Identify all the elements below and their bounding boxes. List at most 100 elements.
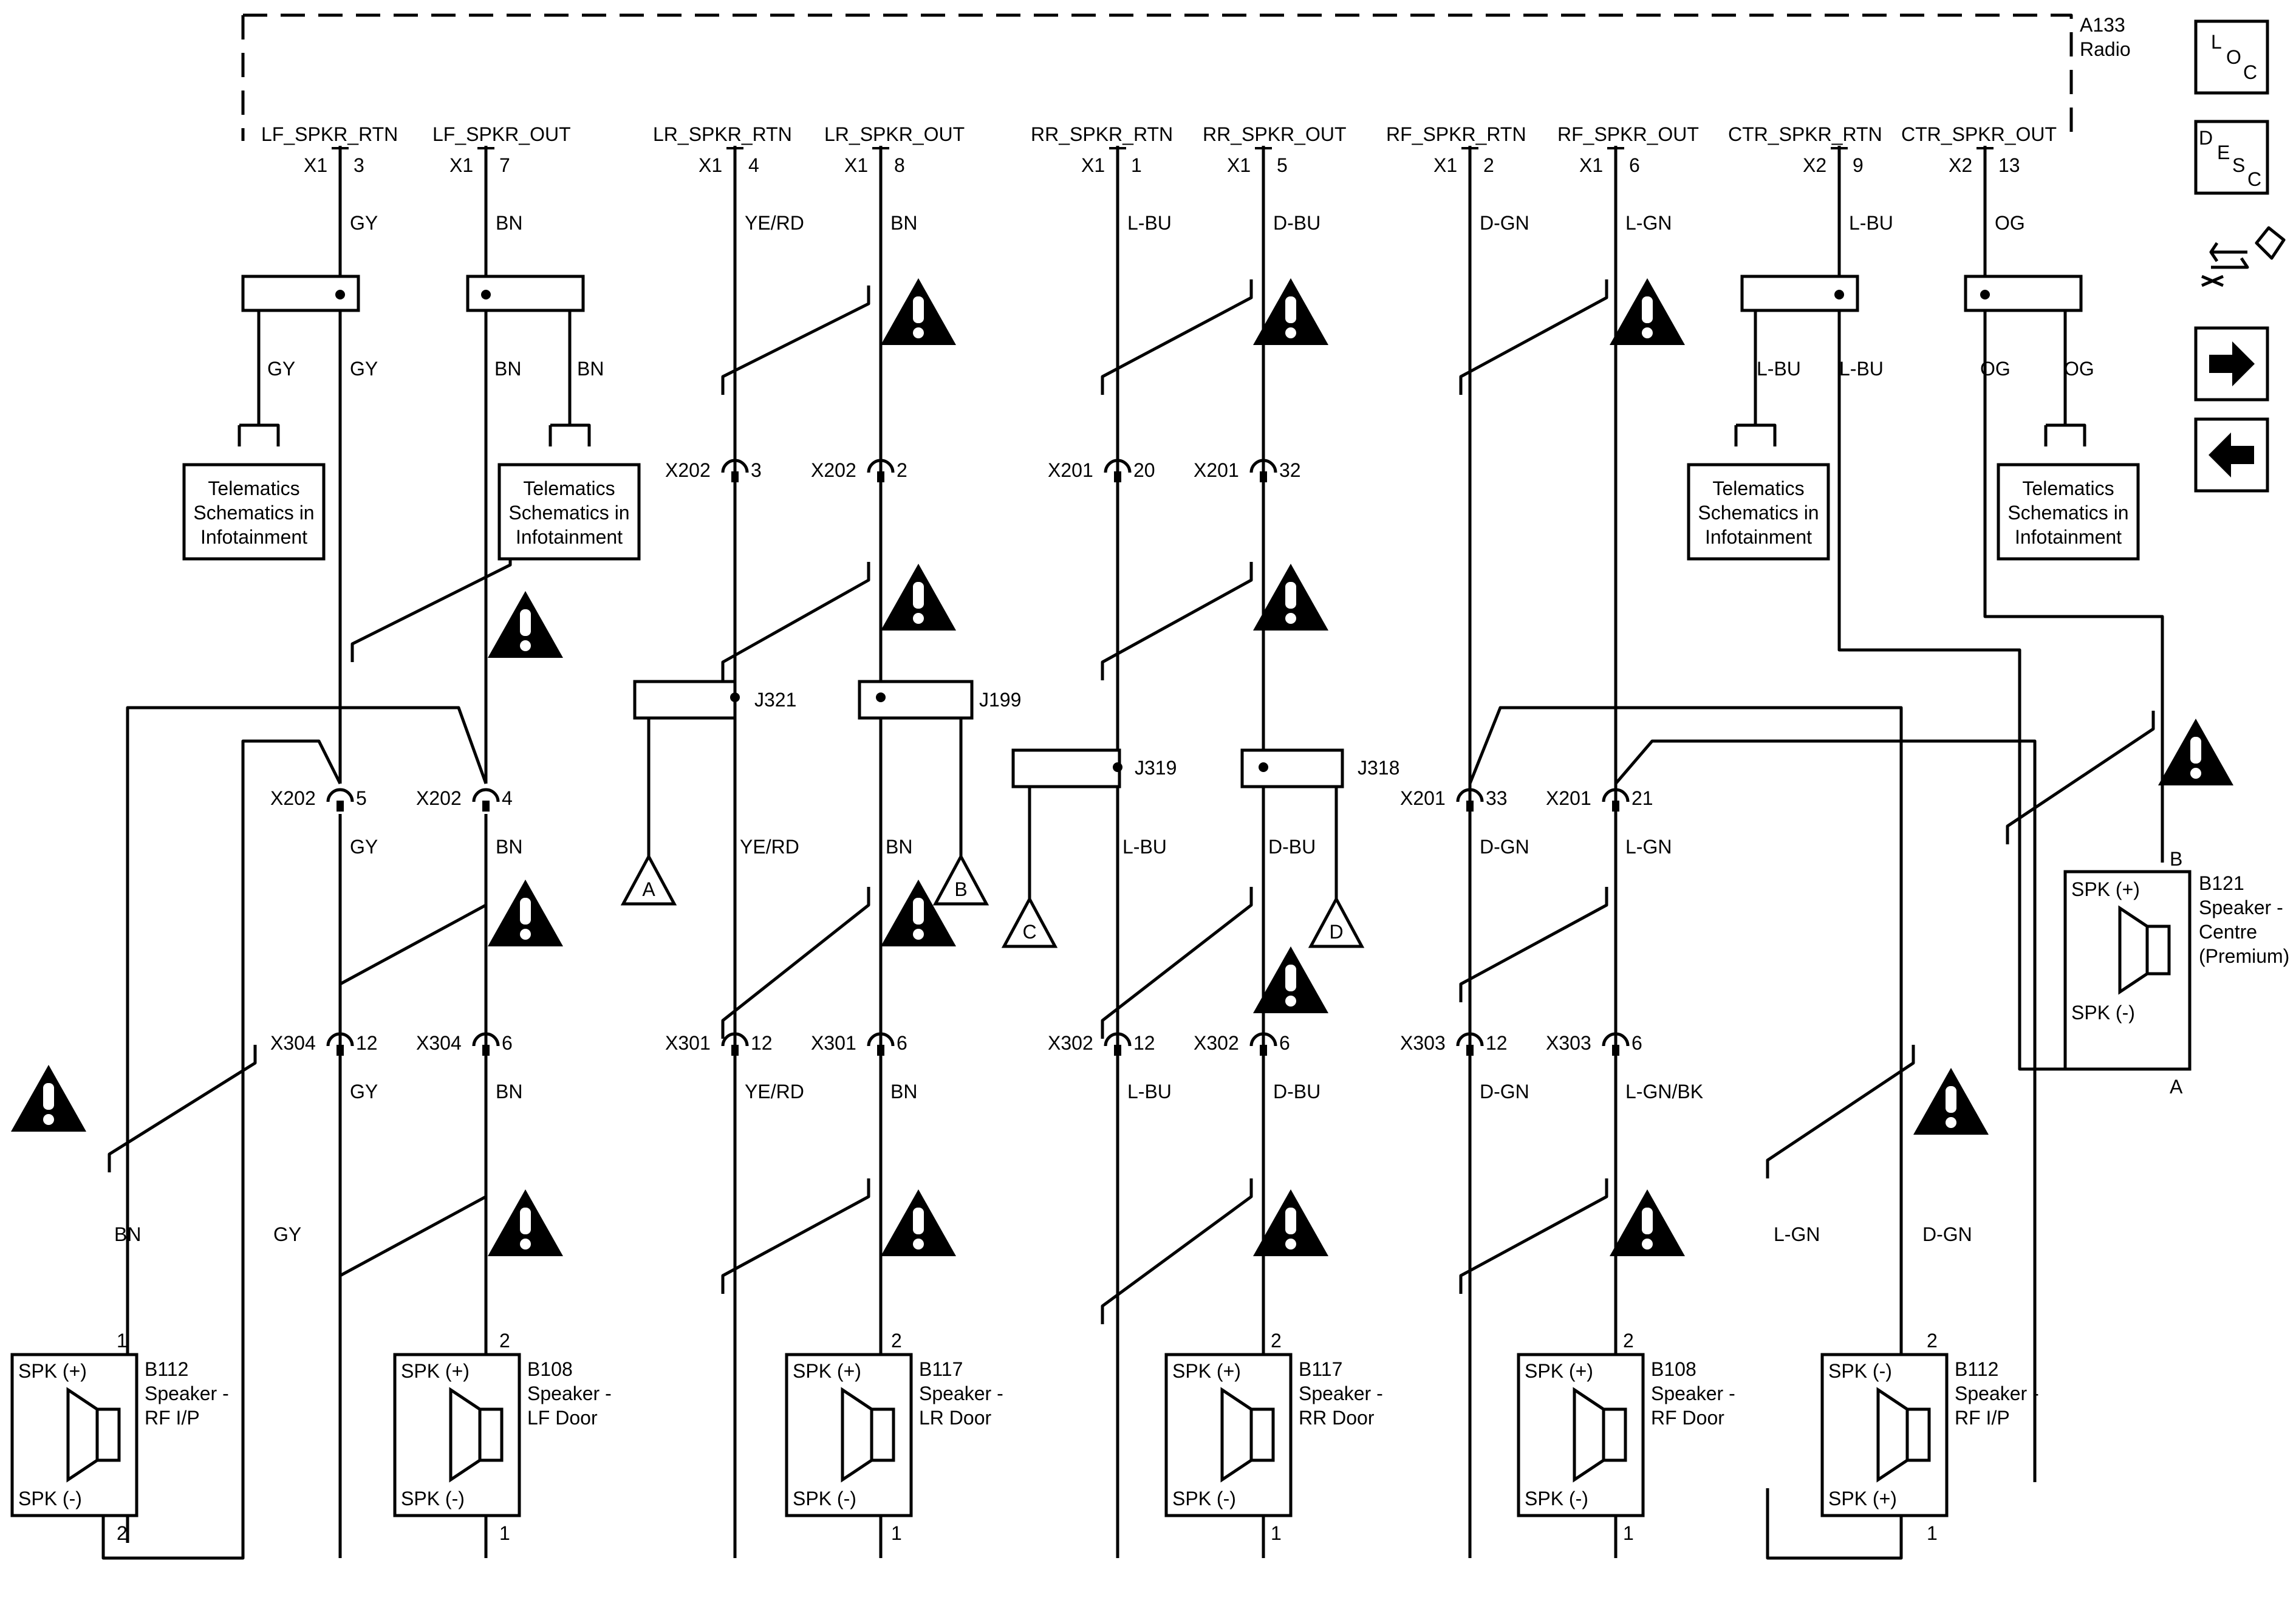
warning-dot — [913, 327, 924, 338]
warning-dot — [1285, 613, 1296, 624]
telematics-text: Telematics — [1712, 477, 1804, 499]
warning-icon — [881, 880, 956, 946]
connector-cap — [1104, 459, 1132, 473]
warning-icon — [1610, 278, 1685, 345]
telematics-text: Schematics in — [2007, 502, 2128, 524]
warning-mark — [2190, 737, 2201, 764]
wire-color-label: L-BU — [1122, 836, 1167, 858]
pin-connector-label: X2 — [1803, 154, 1826, 176]
speaker-name: Speaker - — [1955, 1383, 2039, 1404]
speaker-magnet — [478, 1407, 504, 1462]
speaker-magnet — [1905, 1407, 1931, 1462]
cross-wire — [1468, 706, 1903, 1560]
speaker-terminal-label: SPK (-) — [1828, 1360, 1892, 1382]
warning-icon — [1253, 946, 1328, 1013]
loc-button[interactable] — [2194, 19, 2269, 95]
connector-cap — [1104, 1032, 1132, 1047]
wire-color-label: D-GN — [1480, 212, 1529, 234]
connector-pin-label: 5 — [356, 787, 367, 809]
desc-icon-letter: E — [2217, 142, 2230, 163]
speaker-pin-label: 2 — [1927, 1330, 1938, 1352]
pin-number-label: 1 — [1131, 154, 1142, 176]
speaker-terminal-label: SPK (+) — [1828, 1488, 1897, 1509]
warning-mark — [1946, 1086, 1956, 1113]
connector-cap — [721, 1032, 749, 1047]
connector-pin-label: 12 — [1486, 1032, 1508, 1054]
splice-color-label: OG — [2064, 358, 2094, 380]
signal-label: LF_SPKR_RTN — [261, 123, 398, 145]
connector-label: X202 — [270, 787, 316, 809]
telematics-box — [1997, 463, 2140, 561]
connector-pin-label: 3 — [751, 459, 762, 481]
twisted-pair-marker — [338, 887, 488, 1002]
junction-block — [858, 680, 974, 720]
desc-icon-letter: D — [2199, 127, 2213, 149]
radio-module-outline — [241, 13, 2073, 141]
splice-color-label: BN — [577, 358, 604, 380]
wire-color-label: L-GN — [1625, 836, 1672, 858]
speaker-name: Speaker - — [919, 1383, 1003, 1404]
desc-button[interactable] — [2194, 120, 2269, 195]
component-group — [10, 13, 2192, 1517]
speaker-terminal-label: SPK (-) — [793, 1488, 856, 1509]
speaker-cone — [841, 1387, 873, 1483]
pin-connector-label: X1 — [1579, 154, 1603, 176]
speaker-terminal-label: SPK (+) — [2071, 878, 2140, 900]
twisted-pair-marker — [1459, 1178, 1608, 1294]
pin-number-label: 9 — [1853, 154, 1864, 176]
speaker-terminal-label: SPK (+) — [401, 1360, 470, 1382]
connector-pin-label: 20 — [1133, 459, 1155, 481]
speaker-magnet — [95, 1407, 121, 1462]
module-ref: A133 — [2080, 14, 2125, 36]
speaker-name: Centre — [2199, 921, 2257, 943]
warning-dot — [1285, 996, 1296, 1007]
speaker-ref: B112 — [145, 1358, 188, 1380]
splice-color-label: L-BU — [1757, 358, 1801, 380]
connector-cap — [472, 1032, 500, 1047]
junction-dot — [1259, 762, 1268, 772]
splice-color-label: GY — [350, 358, 378, 380]
wire-color-label: D-BU — [1268, 836, 1316, 858]
telematics-fork — [548, 423, 591, 446]
telematics-fork — [237, 423, 280, 446]
warning-dot — [1642, 327, 1653, 338]
splice-dot — [481, 290, 491, 299]
telematics-text: Schematics in — [508, 502, 629, 524]
speaker-cone — [1876, 1387, 1909, 1483]
offpage-label: C — [1022, 921, 1036, 943]
splice-color-label: L-BU — [1839, 358, 1884, 380]
offpage-connector — [620, 853, 677, 906]
twisted-pair-marker — [1459, 279, 1608, 395]
splice-dot — [335, 290, 345, 299]
splice-color-label: BN — [494, 358, 521, 380]
twisted-pair-marker — [721, 887, 870, 1039]
signal-label: LR_SPKR_RTN — [653, 123, 792, 145]
connector-label: X202 — [416, 787, 462, 809]
connector-pin-label: 6 — [1631, 1032, 1642, 1054]
signal-label: CTR_SPKR_OUT — [1901, 123, 2057, 145]
speaker-name: RF I/P — [1955, 1407, 2010, 1429]
button-frame[interactable] — [2194, 19, 2269, 95]
button-frame[interactable] — [2194, 120, 2269, 195]
telematics-text: Infotainment — [1705, 526, 1812, 548]
speaker-pin-label: 2 — [1623, 1330, 1634, 1352]
speaker-terminal-label: SPK (+) — [1172, 1360, 1241, 1382]
connector-cap — [867, 459, 895, 473]
wire-color-label: L-GN — [1625, 212, 1672, 234]
connector-pin — [1466, 801, 1474, 812]
wire-color-label: L-BU — [1127, 1081, 1172, 1102]
wire-color-label: BN — [886, 836, 912, 858]
junction-block — [1011, 748, 1121, 788]
wire-color-label: OG — [1995, 212, 2025, 234]
speaker-pin-label: 1 — [499, 1522, 510, 1544]
junction-dot — [1113, 762, 1122, 772]
wire-color-label: BN — [890, 212, 917, 234]
warning-mark — [1285, 1208, 1296, 1234]
telematics-text: Schematics in — [193, 502, 314, 524]
speaker-name: Speaker - — [1651, 1383, 1735, 1404]
connector-cap — [326, 1032, 354, 1047]
telematics-text: Telematics — [208, 477, 299, 499]
junction-block — [1240, 748, 1344, 788]
warning-dot — [1285, 327, 1296, 338]
splice-group — [241, 275, 2083, 788]
